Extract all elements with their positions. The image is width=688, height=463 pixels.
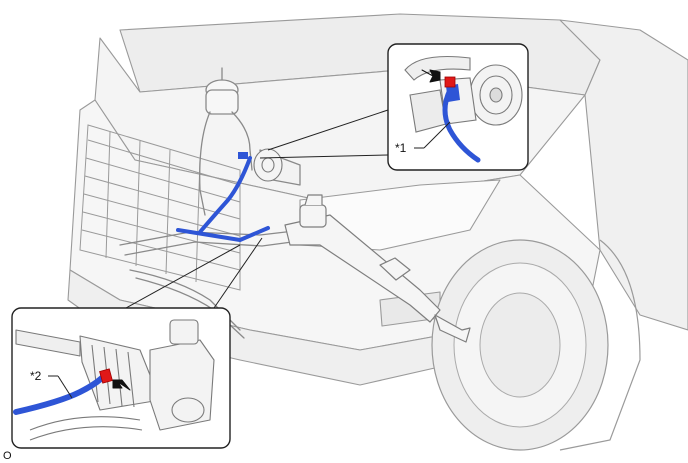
arrow-icon xyxy=(421,69,441,83)
callout-2-leader xyxy=(57,375,73,399)
leader-lines xyxy=(125,109,389,309)
power-steering-pump-icon xyxy=(404,55,523,133)
callout-2-label: *2 xyxy=(30,369,42,383)
steering-gear-icon xyxy=(284,194,471,343)
inset2-clamp xyxy=(99,368,113,384)
hose-clamp-icon xyxy=(444,76,456,88)
hose-main xyxy=(176,156,270,242)
pump-main xyxy=(253,148,283,182)
callout-1-leader xyxy=(423,121,451,149)
side-panel xyxy=(559,19,688,331)
wheel-icon xyxy=(431,239,641,451)
inset1-hose-fitting xyxy=(446,84,460,102)
callout-1-label: *1 xyxy=(395,141,407,155)
inset-gear-detail: *2 xyxy=(11,307,231,449)
inset2-arrow xyxy=(112,379,131,391)
main-clamp-marker xyxy=(238,152,248,159)
inset-pump-detail: *1 xyxy=(387,43,529,171)
inset1-hose xyxy=(442,87,481,163)
illustration-code: O xyxy=(3,450,12,462)
inset2-hose xyxy=(13,373,107,415)
